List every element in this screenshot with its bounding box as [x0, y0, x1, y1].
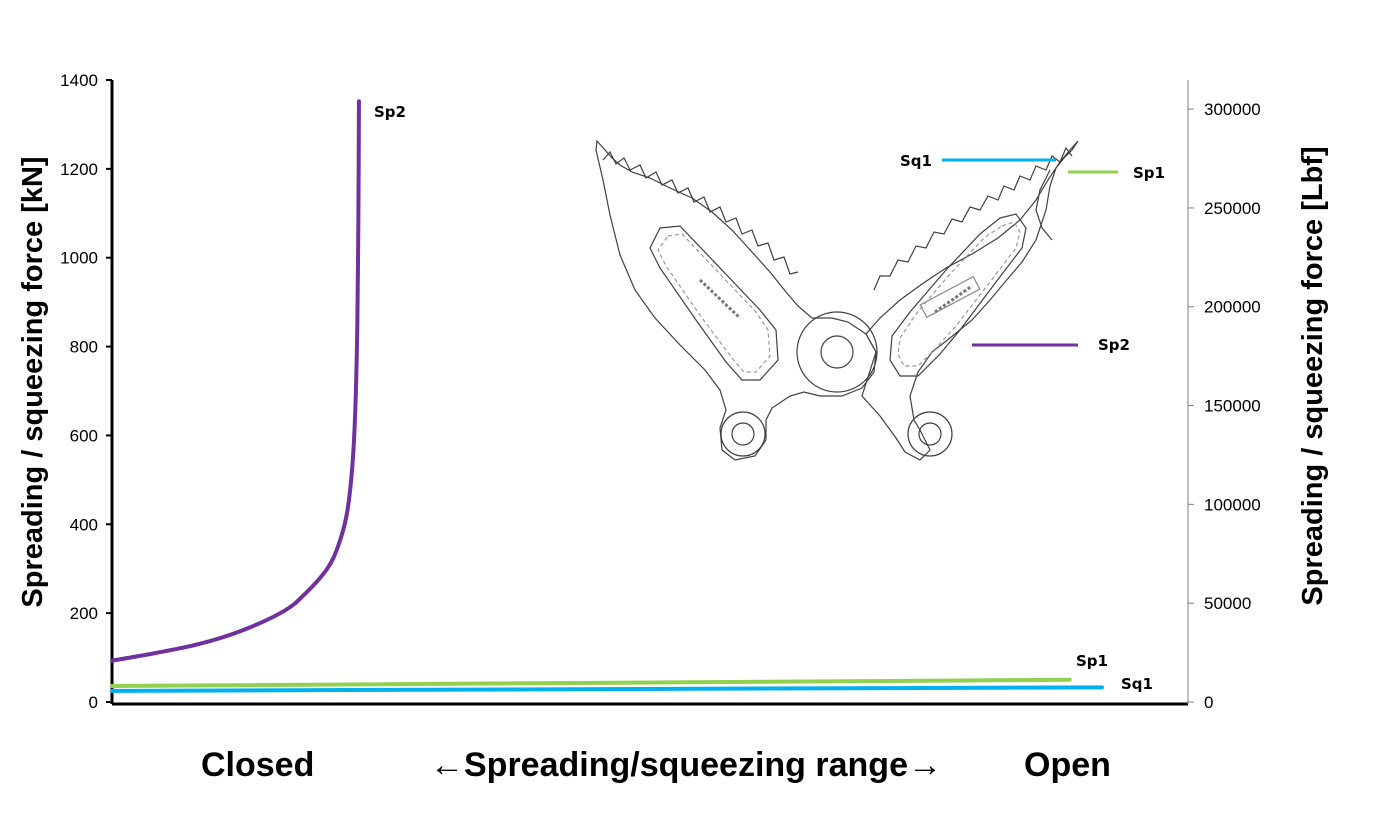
- illustration-sp1-label: Sp1: [1133, 164, 1165, 182]
- illustration-sq1-label: Sq1: [900, 152, 932, 170]
- left-tick-label-800: 800: [70, 338, 98, 357]
- left-tick-label-1400: 1400: [60, 71, 98, 90]
- left-tick-label-200: 200: [70, 604, 98, 623]
- series-line-sq1: [110, 685, 1104, 693]
- left-axis-ticks: 0 200 400 600 800 1000 1200 1400: [60, 71, 112, 712]
- right-axis-ticks: 0 50000 100000 150000 200000 250000 300000: [1188, 100, 1261, 712]
- right-tick-label-0: 0: [1204, 693, 1213, 712]
- series-layer: [110, 99, 1104, 693]
- series-label-sp1: Sp1: [1076, 652, 1108, 670]
- right-tick-label-150000: 150000: [1204, 397, 1261, 416]
- series-label-sp2: Sp2: [374, 103, 406, 121]
- right-tick-label-300000: 300000: [1204, 100, 1261, 119]
- right-tick-label-50000: 50000: [1204, 594, 1251, 613]
- illustration-sp2-label: Sp2: [1098, 336, 1130, 354]
- x-label-open: Open: [1024, 746, 1111, 784]
- left-tick-label-600: 600: [70, 426, 98, 445]
- right-tick-label-250000: 250000: [1204, 199, 1261, 218]
- x-label-closed: Closed: [201, 746, 314, 784]
- right-axis-title: Spreading / squeezing force [Lbf]: [1297, 146, 1329, 605]
- x-label-range: ←Spreading/squeezing range→: [430, 746, 942, 784]
- series-line-sp1: [110, 677, 1072, 689]
- left-tick-label-1200: 1200: [60, 160, 98, 179]
- left-tick-label-1000: 1000: [60, 249, 98, 268]
- right-tick-label-100000: 100000: [1204, 495, 1261, 514]
- series-label-sq1: Sq1: [1121, 675, 1153, 693]
- left-tick-label-0: 0: [89, 693, 98, 712]
- left-tick-label-400: 400: [70, 515, 98, 534]
- right-tick-label-200000: 200000: [1204, 298, 1261, 317]
- left-axis-title: Spreading / squeezing force [kN]: [17, 156, 49, 607]
- series-line-sp2: [110, 99, 361, 663]
- spreader-tool-illustration: [595, 139, 1079, 461]
